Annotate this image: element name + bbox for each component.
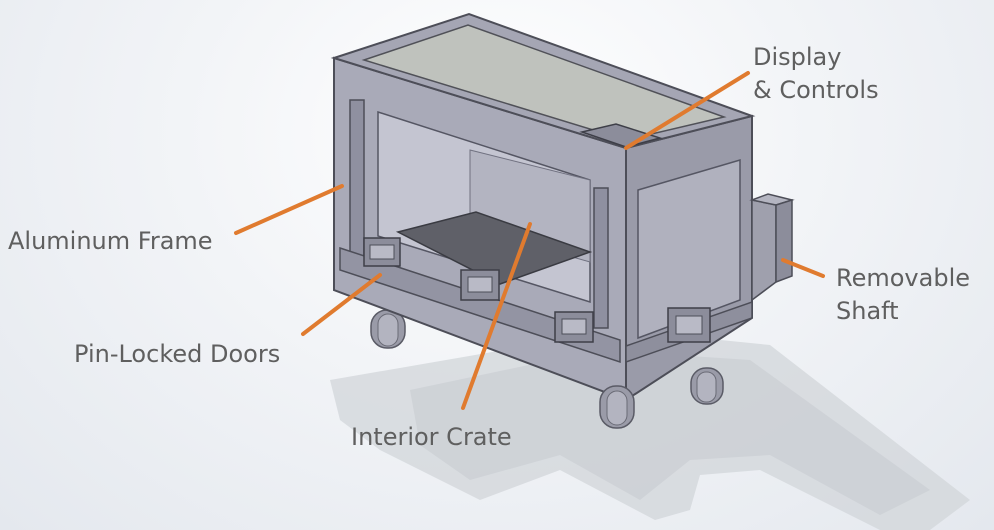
callout-display-controls: Display & Controls bbox=[753, 41, 879, 107]
interior-floor bbox=[395, 211, 593, 285]
bottom-rail bbox=[339, 246, 621, 364]
callout-text: Pin-Locked Doors bbox=[74, 340, 281, 368]
door-latch bbox=[554, 311, 594, 343]
end-panel bbox=[637, 158, 741, 340]
wheel bbox=[599, 385, 635, 429]
wheel bbox=[690, 367, 724, 405]
callout-text: Interior Crate bbox=[351, 423, 512, 451]
leader-line-crate bbox=[461, 222, 532, 410]
ground-shadow-inner bbox=[410, 350, 930, 515]
callout-text: & Controls bbox=[753, 76, 879, 104]
door-latch bbox=[460, 269, 500, 301]
leader-line-frame bbox=[234, 184, 344, 235]
callout-interior-crate: Interior Crate bbox=[351, 421, 512, 454]
callout-pin-locked-doors: Pin-Locked Doors bbox=[74, 338, 280, 371]
callout-removable-shaft: Removable Shaft bbox=[836, 262, 970, 328]
removable-shaft bbox=[749, 193, 795, 302]
callout-aluminum-frame: Aluminum Frame bbox=[8, 225, 213, 258]
callout-text: Shaft bbox=[836, 297, 899, 325]
door-latch bbox=[363, 237, 401, 267]
top-panel bbox=[361, 24, 727, 141]
callout-text: Removable bbox=[836, 264, 971, 292]
callout-text: Display bbox=[753, 43, 842, 71]
door-latch bbox=[667, 307, 711, 343]
frame-post bbox=[593, 187, 609, 329]
leader-line-doors bbox=[301, 273, 382, 336]
callout-text: Aluminum Frame bbox=[8, 227, 213, 255]
frame-post bbox=[349, 99, 365, 261]
leader-line-display bbox=[624, 71, 750, 150]
wheel bbox=[370, 309, 406, 349]
leader-line-shaft bbox=[781, 258, 825, 278]
